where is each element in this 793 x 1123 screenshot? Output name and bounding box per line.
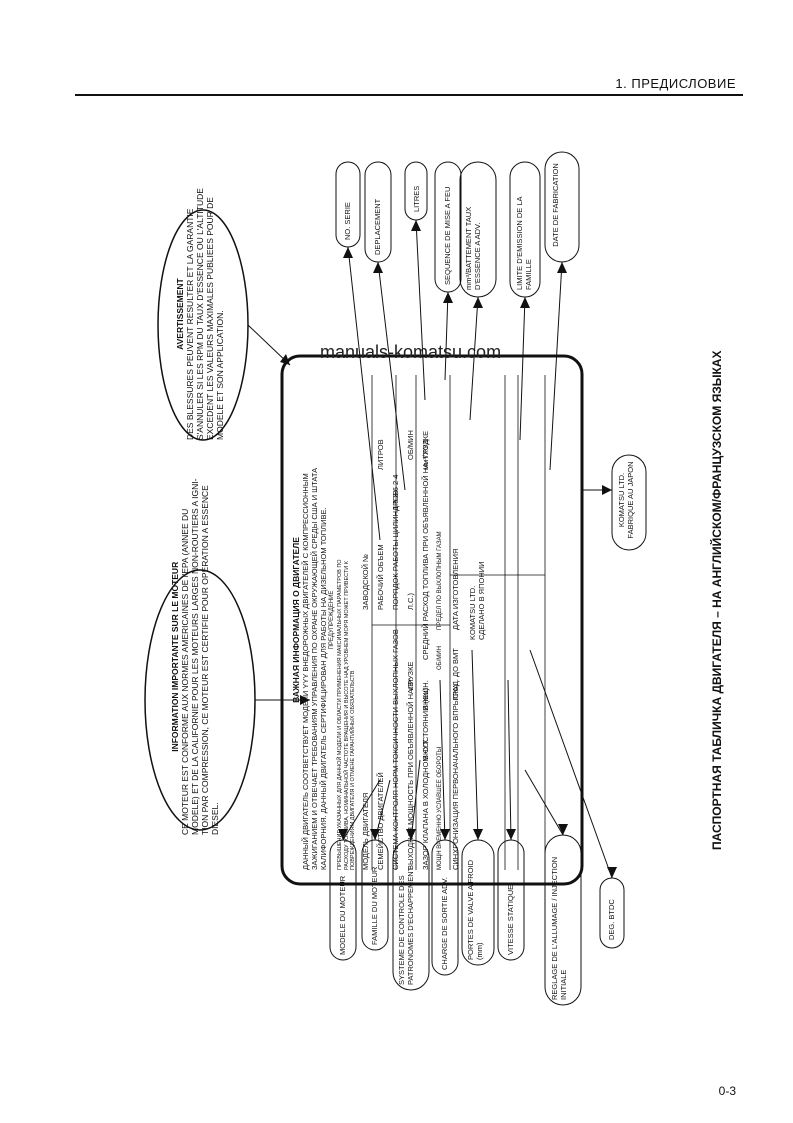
callout-date: DATE DE FABRICATION xyxy=(551,163,560,247)
plate-rpm: ОБ/МИН xyxy=(405,430,415,460)
plate-warning-line: ПОВРЕЖДЕНИЯМ ДВИГАТЕЛЯ И ОТМЕНЕ ГАРАНТИЙ… xyxy=(350,670,356,870)
info-box-title: INFORMATION IMPORTANTE SUR LE MOTEUR xyxy=(170,561,180,752)
plate-intake: ВНУТ. xyxy=(420,738,430,760)
warning-box-title: AVERTISSEMENT xyxy=(175,278,185,350)
plate-kw: кВт xyxy=(405,678,415,690)
callout-maker: KOMATSU LTD. FABRIQUE AU JAPON xyxy=(617,461,635,539)
plate-made-in: СДЕЛАНО В ЯПОНИИ xyxy=(476,561,486,640)
engine-plate: ВАЖНАЯ ИНФОРМАЦИЯ О ДВИГАТЕЛЕ ДАННЫЙ ДВИ… xyxy=(291,370,486,870)
plate-control-label: СИСТЕМА КОНТРОЛЯ НОРМ ТОКСИЧНОСТИ ВЫХЛОП… xyxy=(390,629,400,870)
info-box: INFORMATION IMPORTANTE SUR LE MOTEUR CE … xyxy=(170,479,220,835)
plate-family-label: СЕМЕЙСТВО ДВИГАТЕЛЕЙ xyxy=(375,772,385,870)
plate-serial-label: ЗАВОДСКОЙ № xyxy=(360,553,370,610)
plate-title: ВАЖНАЯ ИНФОРМАЦИЯ О ДВИГАТЕЛЕ xyxy=(291,537,301,703)
plate-warning-heading: ПРЕДУПРЕЖДЕНИЕ xyxy=(329,590,335,650)
warning-box-line: MODELE ET SON APPLICATION. xyxy=(215,310,225,440)
plate-model-label: МОДЕЛЬ ДВИГАТЕЛЯ xyxy=(360,792,370,870)
info-box-line: TION PAR COMPRESSION, CE MOTEUR EST CERT… xyxy=(200,485,210,835)
info-box-line: MODELE) ET DE LA CALIFORNIE POUR LES MOT… xyxy=(190,478,200,835)
plate-fuel-label: СРЕДНИЙ РАСХОД ТОПЛИВА ПРИ ОБЪЯВЛЕННОЙ Н… xyxy=(420,430,430,660)
warning-box: AVERTISSEMENT DES BLESSURES PEUVENT RESU… xyxy=(175,188,225,440)
page-number: 0-3 xyxy=(718,1084,736,1098)
plate-liters-label: ЛИТРОВ xyxy=(375,439,385,470)
plate-displacement-label: РАБОЧИЙ ОБЪЕМ xyxy=(375,544,385,610)
plate-hp: Л.С.) xyxy=(405,592,415,610)
callout-control: SYSTEME DE CONTROLE DES PATRONOMES D'ECH… xyxy=(397,866,415,985)
callout-serial: NO. SERIE xyxy=(343,202,352,240)
plate-intro-line: КАЛИФОРНИЯ. ДАННЫЙ ДВИГАТЕЛЬ СЕРТИФИЦИРО… xyxy=(319,507,328,870)
oval-maker xyxy=(611,454,647,551)
plate-firing-values: 1 5 3 6 2 4 xyxy=(390,474,400,510)
info-box-line: CE MOTEUR EST CONFORME AUX NORMES AMERIC… xyxy=(180,508,190,835)
plate-limit-label: ПРЕДЕЛ ПО ВЫХЛОПНЫМ ГАЗАМ xyxy=(436,531,443,630)
plate-maker: KOMATSU LTD. xyxy=(467,585,477,640)
warning-box-line: S'ANNULER SI LES RPM DU TAUX D'ESSENCE O… xyxy=(195,188,205,440)
callout-load: CHARGE DE SORTIE ADV. xyxy=(440,877,449,970)
callout-fuel-rate: mm³/BATTEMENT TAUX D'ESSENCE A ADV. xyxy=(464,206,482,290)
callout-family: FAMILLE DU MOTEUR xyxy=(370,866,379,945)
figure-caption: ПАСПОРТНАЯ ТАБЛИЧКА ДВИГАТЕЛЯ – НА АНГЛИ… xyxy=(710,350,724,850)
plate-timing-unit: ГРАД. ДО ВМТ xyxy=(450,648,460,700)
plate-valve-label: ЗАЗОР КЛАПАНА В ХОЛОДНОМ СОСТОЯНИИ (мм) xyxy=(420,688,430,870)
callout-speed: VITESSE STATIQUE xyxy=(506,884,515,955)
callout-valve: PORTES DE VALVE A FROID (mm) xyxy=(466,859,484,960)
plate-idle-label: МОЩН ВРЕМЕННО УСЛАВШЕЕ ОБОРОТЫ xyxy=(436,746,443,870)
callout-limit: LIMITE D'EMISSION DE LA FAMILLE xyxy=(515,196,533,290)
plate-fuel-unit: мм³/ХОД xyxy=(420,439,430,470)
callout-firing: SEQUENCE DE MISE A FEU xyxy=(443,186,452,285)
callout-liters: LITRES xyxy=(412,185,421,212)
callout-timing: REGLAGE DE L'ALLUMAGE / INJECTION INITIA… xyxy=(550,856,568,1000)
plate-intro-line: ЗАЖИГАНИЕМ И ОТВЕЧАЕТ ТРЕБОВАНИЯМ УПРАВЛ… xyxy=(310,467,319,870)
plate-date-label: ДАТА ИЗГОТОВЛЕНИЯ xyxy=(450,548,460,630)
callout-deg: DEG. BTDC xyxy=(607,899,616,940)
info-box-line: DIESEL. xyxy=(210,802,220,835)
callout-model: MODELE DU MOTEUR xyxy=(338,875,347,955)
plate-timing-label: СИНХРОНИЗАЦИЯ ПЕРВОНАЧАЛЬНОГО ВПРЫСКА xyxy=(450,683,460,870)
watermark: manuals-komatsu.com xyxy=(320,342,502,362)
header-rule xyxy=(75,94,743,96)
plate-exhaust: ВНЕШН. xyxy=(420,680,430,710)
warning-box-line: EXCEDENT LES VALEURS MAXIMALES PUBLIEES … xyxy=(205,197,215,440)
plate-idle-rpm: ОБ/МИН xyxy=(436,646,443,670)
plate-firing-label: ПОРЯДОК РАБОТЫ ЦИЛИНДРОВ xyxy=(390,490,400,610)
warning-box-line: DES BLESSURES PEUVENT RESULTER ET LA GAR… xyxy=(185,208,195,440)
plate-intro-line: ДАННЫЙ ДВИГАТЕЛЬ СООТВЕТСТВУЕТ МОДЕЛИ YY… xyxy=(301,473,310,870)
callout-displacement: DEPLACEMENT xyxy=(373,198,382,255)
page-header-title: 1. ПРЕДИСЛОВИЕ xyxy=(615,76,736,91)
